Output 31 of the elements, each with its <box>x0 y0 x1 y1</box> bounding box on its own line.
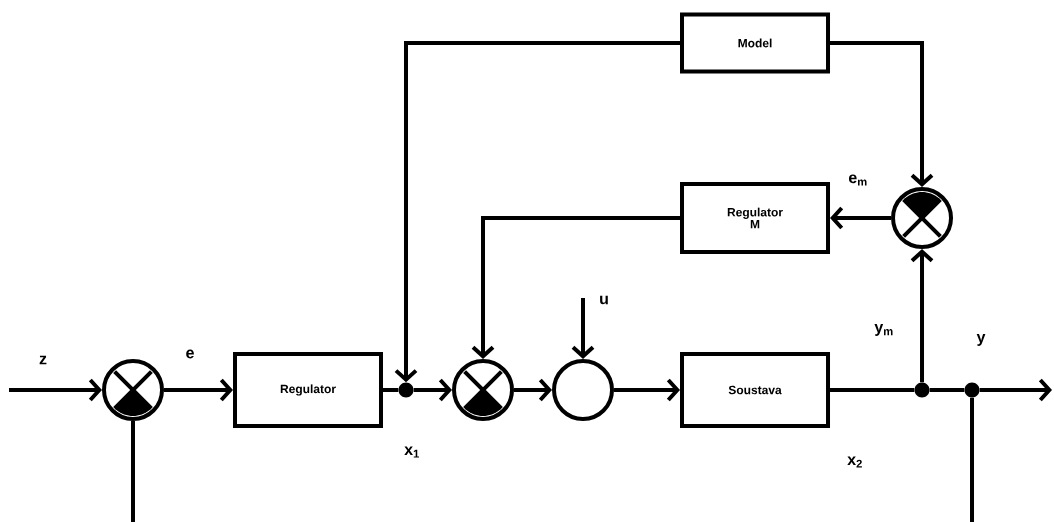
summing-junction <box>102 359 164 421</box>
arrow <box>571 298 595 359</box>
junction-dot <box>964 382 980 398</box>
edge-label: y <box>976 334 986 346</box>
arrow <box>830 41 934 187</box>
arrow <box>830 206 891 230</box>
junction-dot <box>398 382 414 398</box>
edge-label: u <box>600 295 608 305</box>
arrow <box>514 378 552 402</box>
block-box: Regulator M <box>680 182 830 254</box>
block-box: Model <box>680 12 830 74</box>
arrow <box>413 378 452 402</box>
summing-junction <box>452 359 514 421</box>
arrow <box>910 249 934 383</box>
signal-label: x$_{1}$ <box>404 446 419 458</box>
arrow <box>979 378 1052 402</box>
arrow <box>9 378 102 402</box>
edge-label: y$_{m}$ <box>874 324 893 336</box>
arrow <box>394 41 680 383</box>
edge-label: e$_{m}$ <box>848 174 867 186</box>
edge-label: z <box>39 355 47 365</box>
edge-label: e <box>186 349 194 359</box>
summing-junction <box>891 187 953 249</box>
block-box: Soustava <box>680 352 830 428</box>
block-box: Regulator <box>233 352 383 428</box>
arrow <box>471 216 680 359</box>
arrow <box>164 378 233 402</box>
junction-dot <box>914 382 930 398</box>
circle <box>552 359 614 421</box>
edge-label: x$_{2}$ <box>847 456 862 468</box>
arrow <box>614 378 680 402</box>
